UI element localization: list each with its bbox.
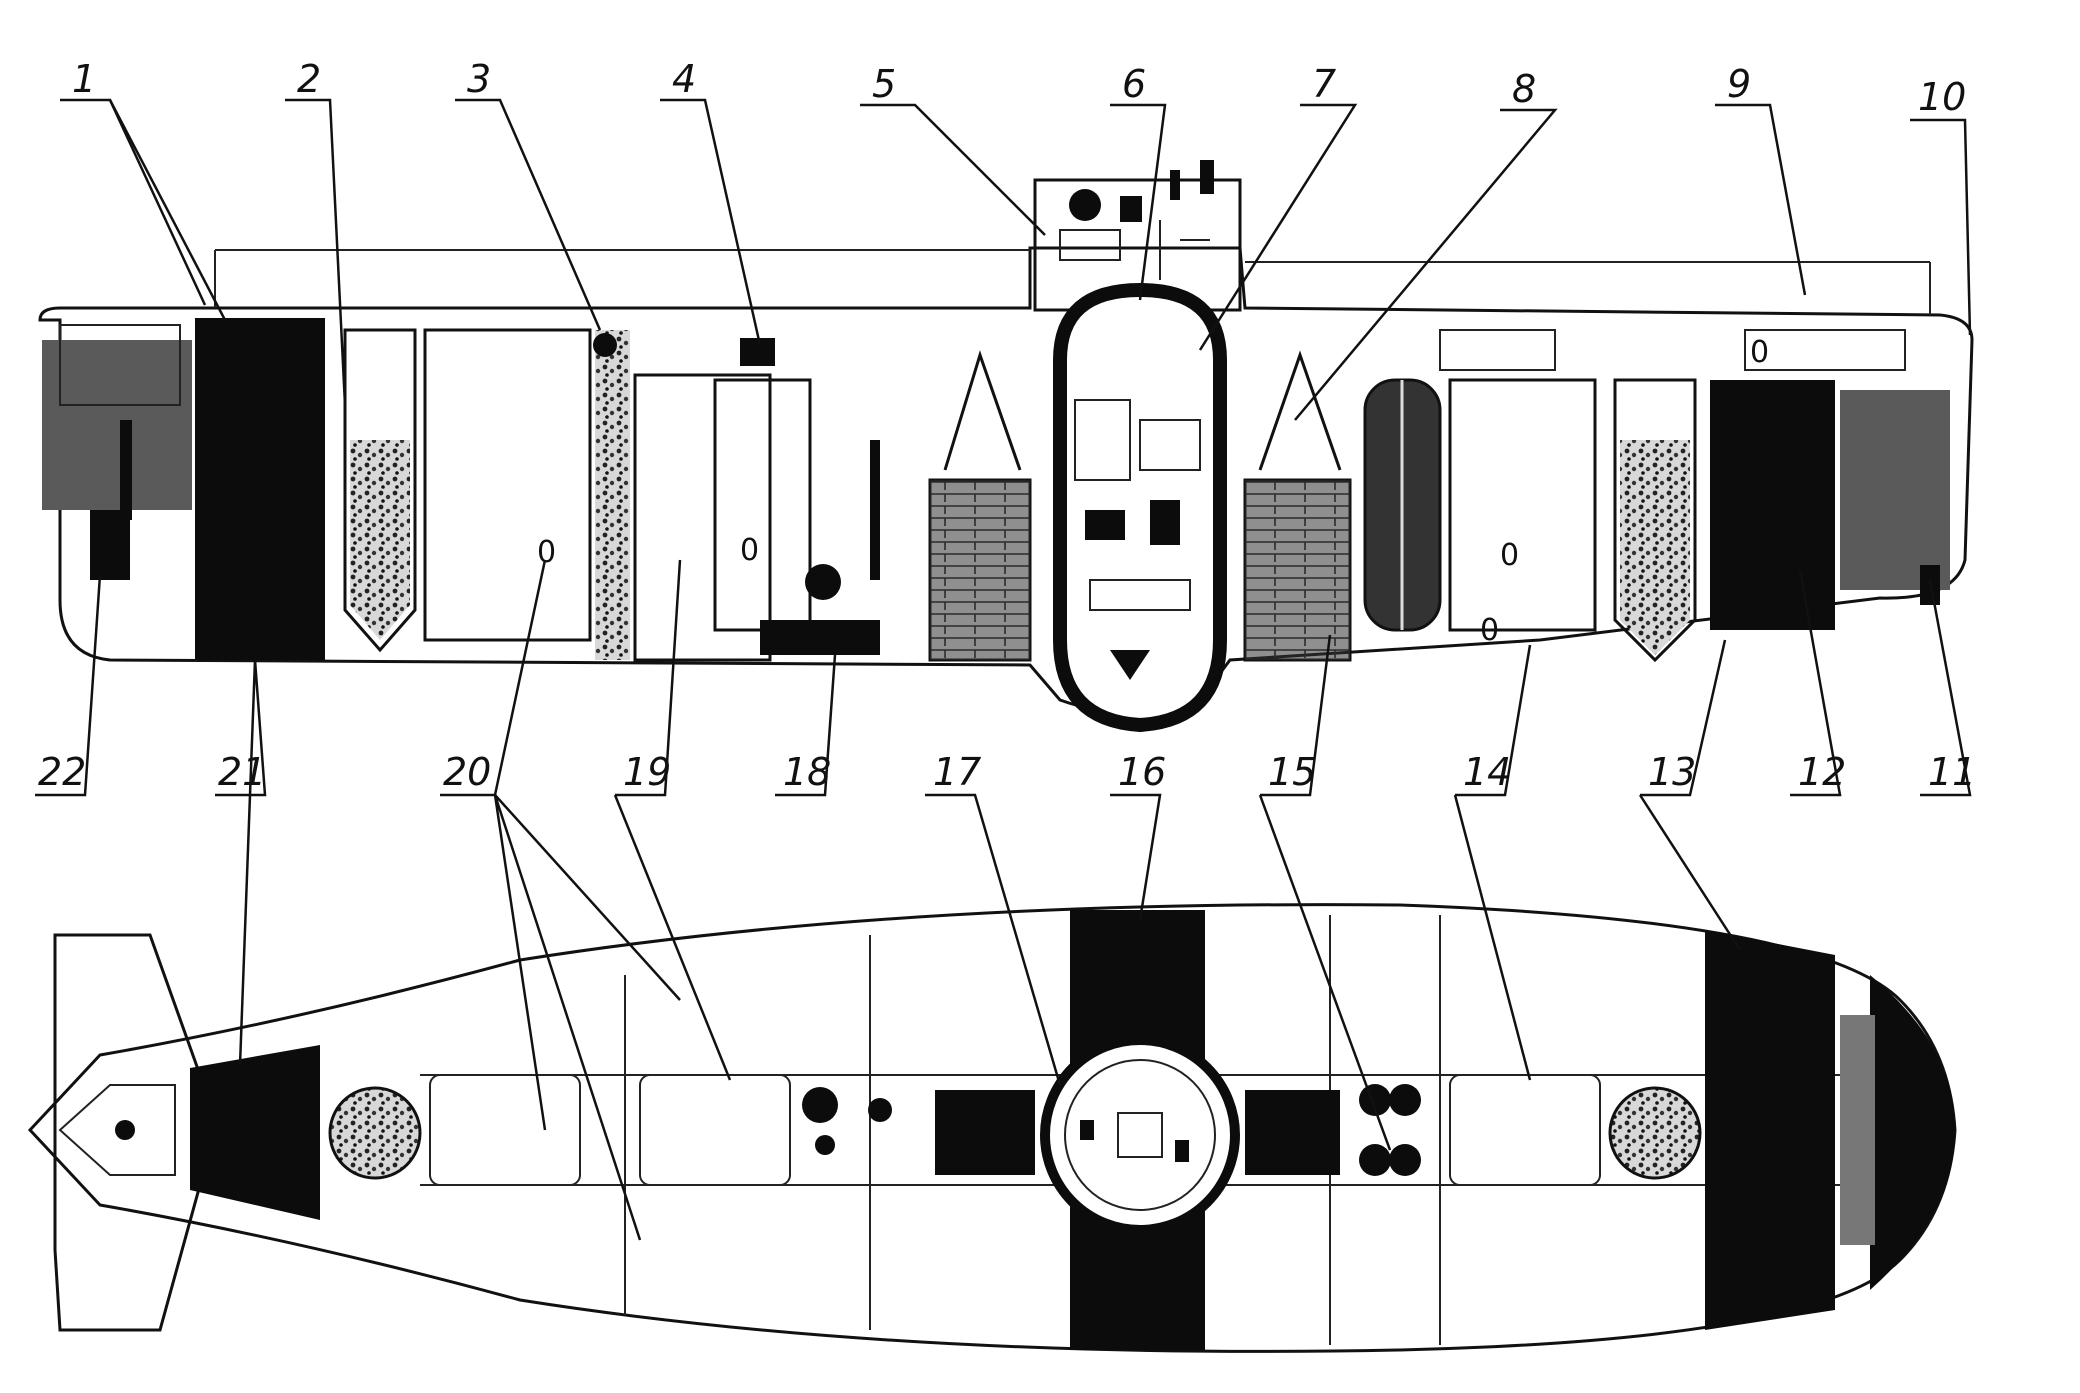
ballast-tank-a [423, 328, 592, 642]
aft-shot-hopper [343, 328, 417, 653]
callout-6: 6 [1122, 62, 1146, 106]
tank-a-marking: 0 [537, 535, 556, 570]
callout-13: 13 [1648, 750, 1696, 794]
ballast-tank-b [633, 373, 772, 662]
aft-battery-block [195, 318, 325, 660]
plan-aft-battery [190, 1045, 320, 1220]
callout-3: 3 [467, 57, 491, 101]
callout-4: 4 [672, 57, 696, 101]
plan-fwd-battery [1705, 930, 1835, 1330]
callout-14: 14 [1463, 750, 1511, 794]
callout-1: 1 [72, 57, 96, 101]
fwd-battery-block [1710, 380, 1835, 630]
callout-12: 12 [1798, 750, 1846, 794]
callout-18: 18 [783, 750, 831, 794]
fwd-shot-hopper [1613, 378, 1697, 663]
tank-b-marking: 0 [740, 533, 759, 568]
callout-20: 20 [443, 750, 491, 794]
callout-5: 5 [872, 62, 896, 106]
tank-e-marking: 0 [1750, 335, 1769, 370]
callout-9: 9 [1727, 62, 1751, 106]
callout-19: 19 [623, 750, 671, 794]
crew-compartment [1053, 282, 1227, 733]
ballast-tank-c [1448, 378, 1597, 632]
plan-view [27, 903, 1957, 1353]
callout-labels: 1 2 3 4 5 6 7 8 9 10 11 12 13 14 15 16 1… [38, 57, 1976, 794]
leader-lines [35, 98, 1972, 1241]
callout-8: 8 [1512, 67, 1536, 111]
side-hull-outline [38, 246, 1974, 714]
callout-16: 16 [1118, 750, 1166, 794]
callout-15: 15 [1268, 750, 1316, 794]
plan-aft-hopper [328, 1086, 422, 1180]
callout-2: 2 [297, 57, 321, 101]
callout-7: 7 [1312, 62, 1336, 106]
plan-bow [1870, 975, 1955, 1290]
side-view: 0 0 0 0 [38, 160, 1974, 733]
aft-machinery [42, 340, 192, 510]
tank-d-marking: 0 [1480, 613, 1499, 648]
callout-21: 21 [218, 750, 266, 794]
callout-11: 11 [1928, 750, 1976, 794]
plan-crew-sphere [1040, 1035, 1240, 1235]
callout-10: 10 [1918, 75, 1966, 119]
trim-tank [713, 378, 812, 632]
callout-17: 17 [933, 750, 981, 794]
tail-fin [53, 933, 202, 1332]
corrugated-bellows [595, 330, 630, 660]
plan-fwd-hopper [1608, 1086, 1702, 1180]
callout-22: 22 [38, 750, 86, 794]
tank-c-marking: 0 [1500, 538, 1519, 573]
